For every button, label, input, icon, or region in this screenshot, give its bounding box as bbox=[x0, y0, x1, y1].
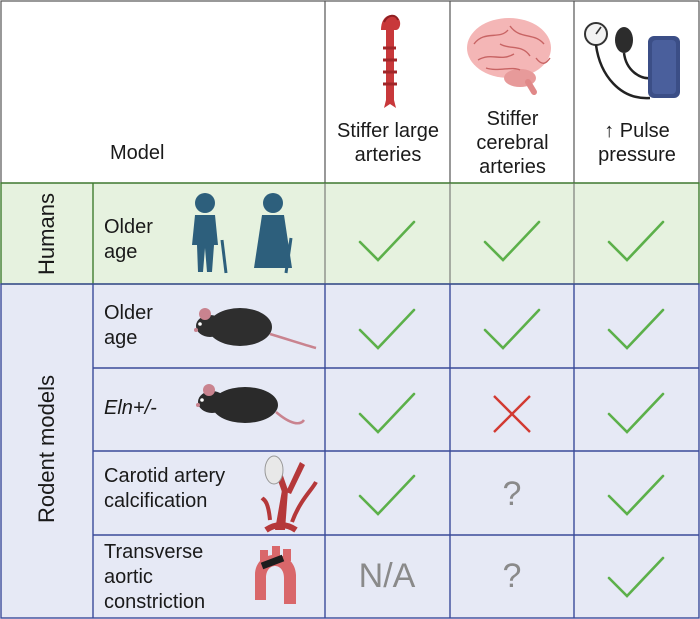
group-label-humans: Humans bbox=[34, 193, 59, 275]
text-mark-r4-large-arteries: N/A bbox=[358, 557, 416, 595]
check-mark-r1-large-arteries bbox=[358, 308, 416, 350]
humans-band bbox=[1, 183, 699, 284]
check-mark-r1-cerebral-arteries bbox=[483, 308, 541, 350]
text-mark-r4-cerebral-arteries: ? bbox=[502, 557, 522, 595]
check-mark-r4-pulse-pressure bbox=[607, 556, 665, 598]
check-mark-r0-large-arteries bbox=[358, 220, 416, 262]
elderly-couple-icon bbox=[192, 193, 293, 274]
column-header-large-arteries: Stiffer large arteries bbox=[337, 120, 439, 166]
column-header-cerebral-arteries: Stiffer cerebral arteries bbox=[476, 108, 549, 178]
group-label-rodent-models: Rodent models bbox=[34, 375, 59, 523]
sphygmomanometer-icon bbox=[584, 22, 680, 100]
brain-icon bbox=[467, 18, 551, 95]
mouse-icon bbox=[196, 384, 306, 425]
text-mark-r3-cerebral-arteries: ? bbox=[502, 475, 522, 513]
carotid-calcification-icon bbox=[260, 455, 318, 533]
check-mark-r2-large-arteries bbox=[358, 392, 416, 434]
check-mark-r3-large-arteries bbox=[358, 474, 416, 516]
check-mark-r1-pulse-pressure bbox=[607, 308, 665, 350]
check-mark-r0-pulse-pressure bbox=[607, 220, 665, 262]
aorta-icon bbox=[381, 14, 401, 108]
check-mark-r0-cerebral-arteries bbox=[483, 220, 541, 262]
column-header-pulse-pressure: ↑ Pulse pressure bbox=[598, 120, 676, 166]
row-label-eln: Eln+/- bbox=[104, 397, 157, 419]
check-mark-r2-pulse-pressure bbox=[607, 392, 665, 434]
aortic-arch-band-icon bbox=[255, 546, 296, 604]
model-header: Model bbox=[110, 142, 165, 164]
row-label-human-older-age: Older age bbox=[104, 216, 153, 263]
row-label-transverse-aortic-constriction: Transverse aortic constriction bbox=[104, 541, 206, 613]
cross-mark-r2-cerebral-arteries bbox=[493, 395, 531, 433]
row-label-rodent-older-age: Older age bbox=[104, 302, 153, 349]
row-label-carotid-calcification: Carotid artery calcification bbox=[104, 465, 226, 512]
check-mark-r3-pulse-pressure bbox=[607, 474, 665, 516]
old-mouse-icon bbox=[194, 308, 317, 350]
